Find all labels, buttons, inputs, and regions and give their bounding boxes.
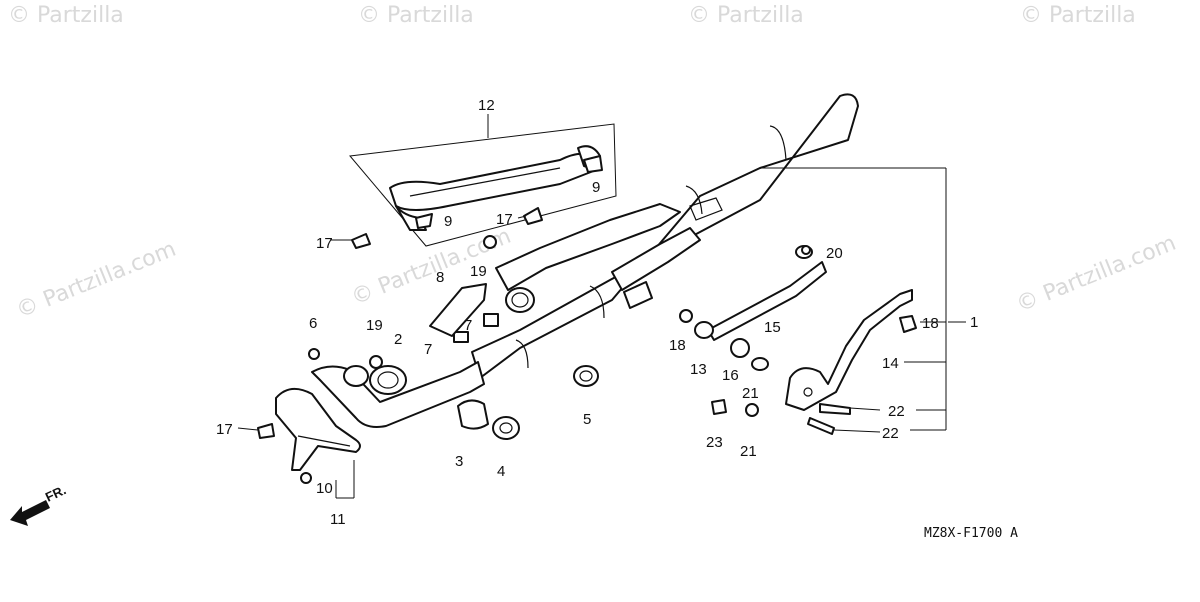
callout-labels: 1 2 3 4 5 6 7 7 8 9 9 10 11 12 13 14 15 … xyxy=(216,97,978,528)
callout-7: 7 xyxy=(424,341,432,358)
callout-21: 21 xyxy=(740,443,757,460)
callout-17: 17 xyxy=(496,211,513,228)
pipe-protector xyxy=(275,387,361,471)
callout-23: 23 xyxy=(706,434,723,451)
callout-3: 3 xyxy=(455,453,463,470)
drawing-code: MZ8X-F1700 A xyxy=(924,526,1018,541)
callout-5: 5 xyxy=(583,411,591,428)
watermark: © Partzilla xyxy=(358,3,474,28)
watermark: © Partzilla.com xyxy=(1013,231,1180,318)
watermark: © Partzilla.com xyxy=(13,237,180,324)
callout-18: 18 xyxy=(669,337,686,354)
callout-2: 2 xyxy=(394,331,402,348)
stay-bracket xyxy=(785,289,913,411)
callout-15: 15 xyxy=(764,319,781,336)
leader-lines xyxy=(237,114,966,499)
callout-12: 12 xyxy=(478,97,495,114)
callout-6: 6 xyxy=(309,315,317,332)
callout-16: 16 xyxy=(722,367,739,384)
callout-17: 17 xyxy=(216,421,233,438)
watermark: © Partzilla xyxy=(1020,3,1136,28)
muffler-assembly xyxy=(311,93,859,428)
callout-13: 13 xyxy=(690,361,707,378)
callout-9: 9 xyxy=(444,213,452,230)
callout-9: 9 xyxy=(592,179,600,196)
callout-22: 22 xyxy=(882,425,899,442)
callout-4: 4 xyxy=(497,463,505,480)
callout-10: 10 xyxy=(316,480,333,497)
callout-18: 18 xyxy=(922,315,939,332)
watermark: © Partzilla xyxy=(688,3,804,28)
callout-8: 8 xyxy=(436,269,444,286)
callout-1: 1 xyxy=(970,314,978,331)
callout-17: 17 xyxy=(316,235,333,252)
front-direction-indicator: FR. xyxy=(10,482,68,526)
callout-7: 7 xyxy=(464,317,472,334)
callout-22: 22 xyxy=(888,403,905,420)
callout-19: 19 xyxy=(366,317,383,334)
callout-14: 14 xyxy=(882,355,899,372)
callout-20: 20 xyxy=(826,245,843,262)
callout-19: 19 xyxy=(470,263,487,280)
callout-21: 21 xyxy=(742,385,759,402)
front-arrow-icon xyxy=(10,500,50,526)
gaskets-and-fasteners xyxy=(257,155,917,484)
callout-11: 11 xyxy=(330,511,346,528)
heat-protector-group xyxy=(349,123,617,247)
watermark: © Partzilla xyxy=(8,3,124,28)
direction-label: FR. xyxy=(43,482,68,504)
